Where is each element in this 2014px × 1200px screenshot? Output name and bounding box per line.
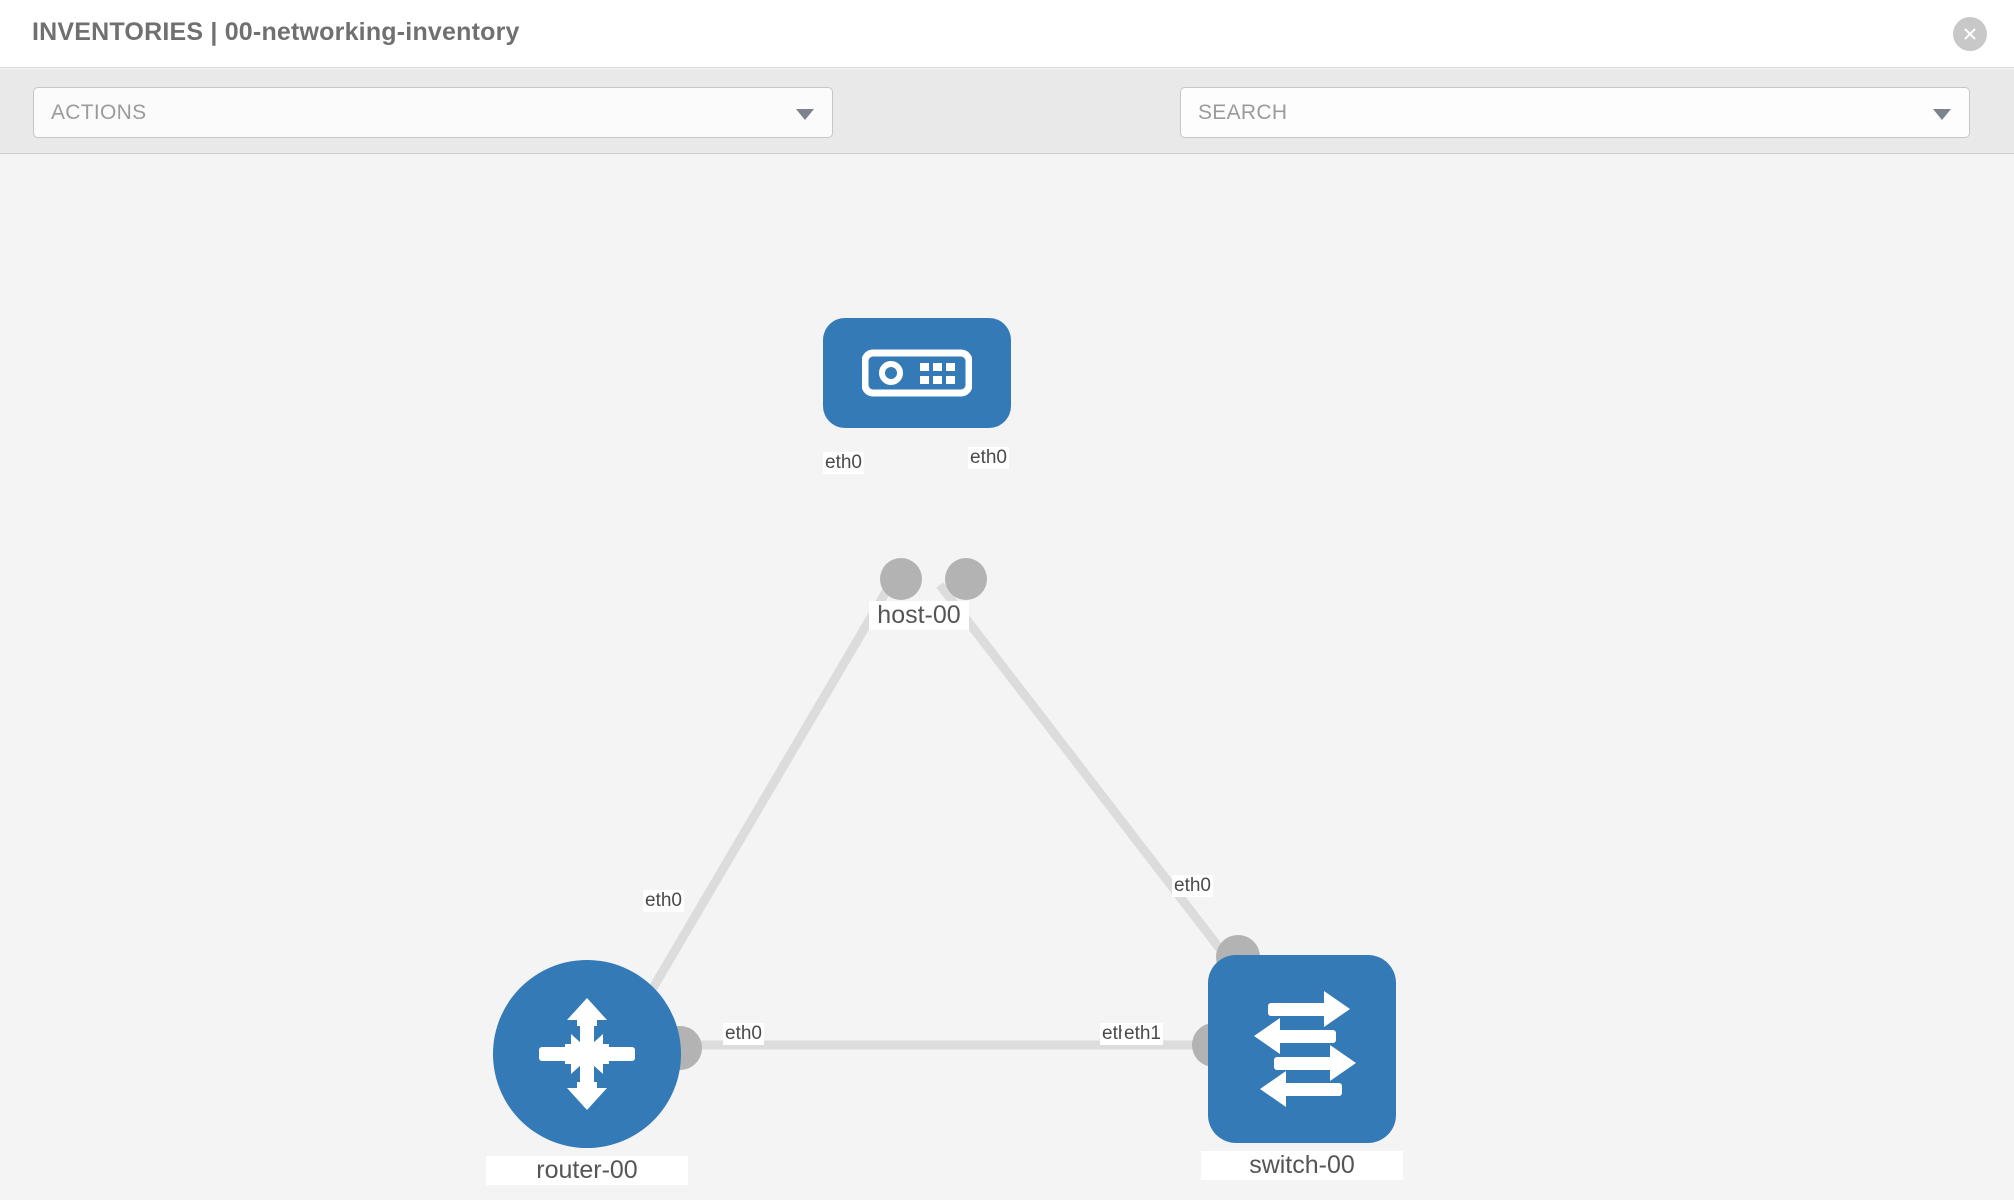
topology-toolbar: ACTIONS SEARCH <box>0 69 2014 197</box>
port-nub[interactable] <box>945 558 987 600</box>
edge-label-router-switch: eth0 <box>723 1023 764 1045</box>
port-nub[interactable] <box>880 558 922 600</box>
close-icon[interactable] <box>1953 17 1987 51</box>
page-title: INVENTORIES | 00-networking-inventory <box>32 18 520 46</box>
node-switch-00-label: switch-00 <box>1201 1151 1403 1180</box>
link-host-switch <box>936 582 1244 978</box>
topology-canvas[interactable]: host-00 eth0 eth0 <box>0 155 2014 1200</box>
chevron-down-icon <box>796 109 814 120</box>
search-input[interactable]: SEARCH <box>1180 87 1970 138</box>
router-arrows-icon <box>539 998 635 1110</box>
topology-links <box>636 582 1244 1050</box>
switch-arrows-icon <box>1254 991 1356 1107</box>
actions-dropdown[interactable]: ACTIONS <box>33 87 833 138</box>
page-header: INVENTORIES | 00-networking-inventory <box>0 0 2014 68</box>
node-router-00-shape[interactable] <box>493 960 681 1148</box>
node-host-00-label: host-00 <box>869 601 969 630</box>
edge-label-router-host: eth0 <box>643 890 684 912</box>
server-icon <box>862 349 972 397</box>
node-switch-00-shape[interactable] <box>1208 955 1396 1143</box>
node-host-00-shape[interactable] <box>823 318 1011 428</box>
search-placeholder: SEARCH <box>1198 101 1288 124</box>
actions-dropdown-label: ACTIONS <box>51 101 147 124</box>
link-host-router <box>636 582 894 1013</box>
edge-label-switch-host: eth0 <box>1172 875 1213 897</box>
edge-label-switch-router: eth1 <box>1122 1023 1163 1045</box>
chevron-down-icon[interactable] <box>1933 109 1951 120</box>
edge-label-host-router: eth0 <box>823 452 864 474</box>
node-router-00-label: router-00 <box>486 1156 688 1185</box>
edge-label-host-switch: eth0 <box>968 447 1009 469</box>
